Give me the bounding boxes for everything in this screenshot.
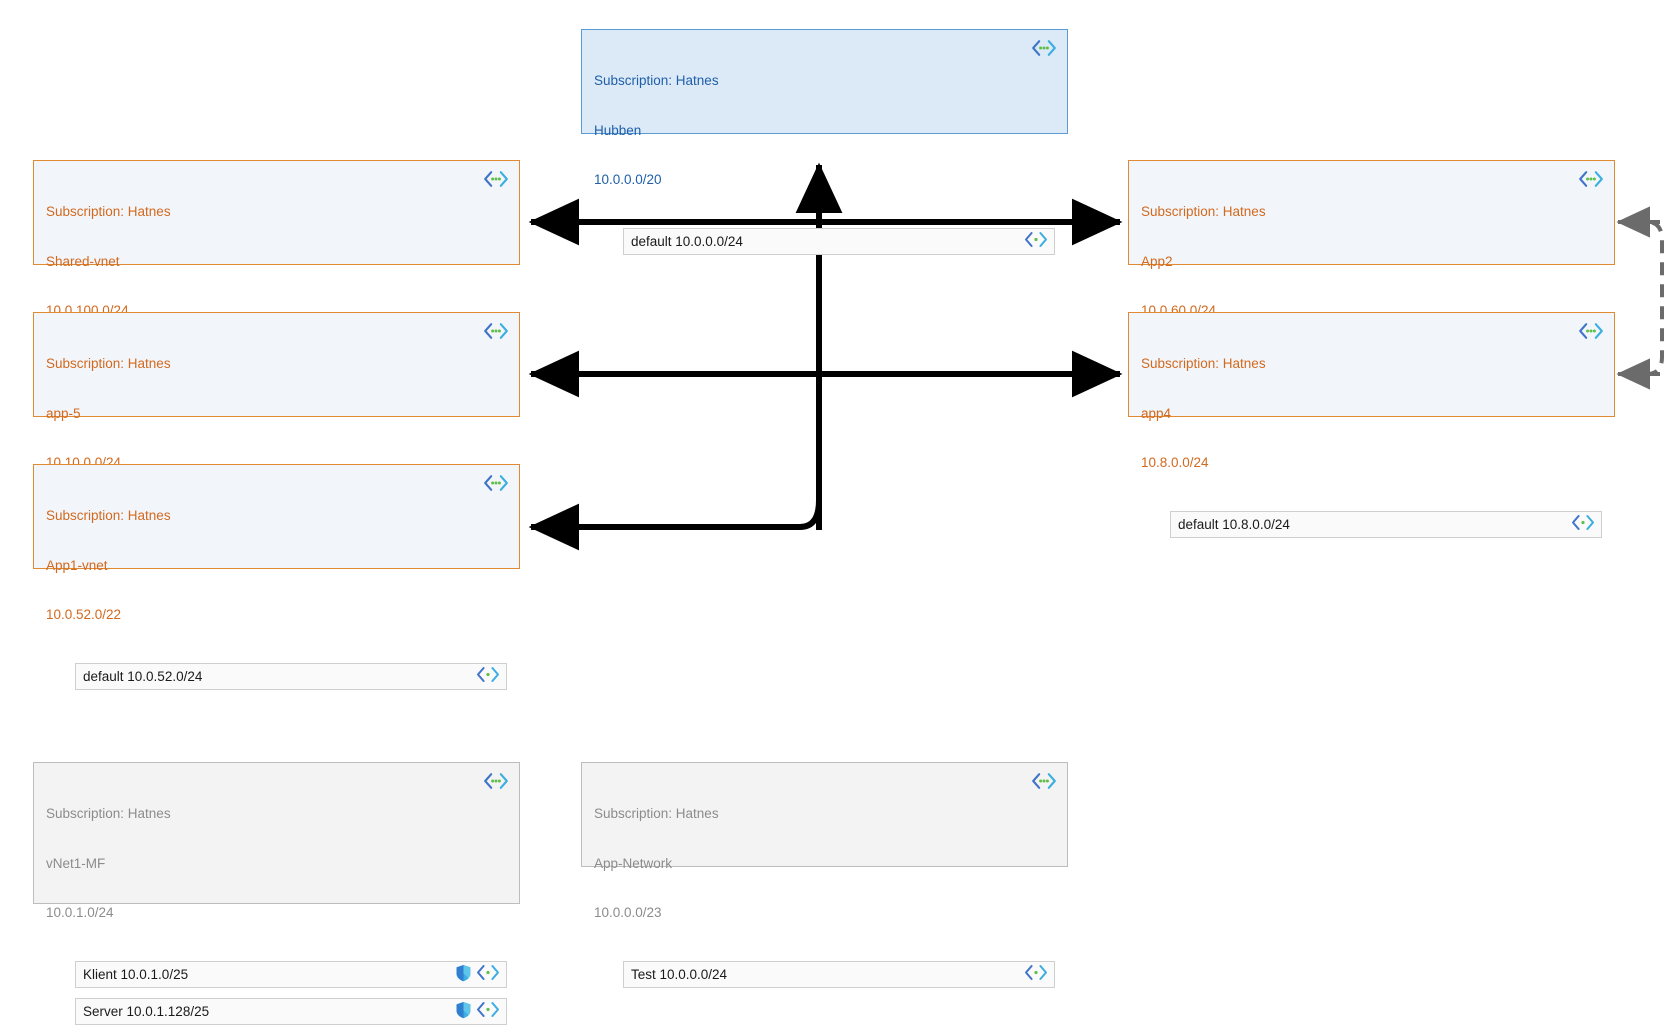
vnet-peering-icon[interactable] xyxy=(1031,39,1057,57)
vnet-name: App2 xyxy=(1141,253,1173,269)
subnet-row[interactable]: default 10.8.0.0/24 xyxy=(1170,510,1602,538)
connector-app1-to-hub xyxy=(528,499,822,551)
vnet-name: app-5 xyxy=(46,405,81,421)
vnet-card-app-network[interactable]: Subscription: Hatnes App-Network 10.0.0.… xyxy=(581,762,1068,988)
subnet-label: Klient 10.0.1.0/25 xyxy=(83,966,189,982)
subnet-icon[interactable] xyxy=(1024,231,1048,251)
vnet-cidr: 10.0.0.0/20 xyxy=(594,172,662,187)
vnet-card-app2[interactable]: Subscription: Hatnes App2 10.0.60.0/24 d… xyxy=(1128,160,1615,386)
subnet-list: default 10.0.0.0/24 xyxy=(623,227,1055,255)
vnet-name: App-Network xyxy=(594,855,673,871)
subnet-icon-group xyxy=(455,1001,500,1022)
connector-app2-app4-peering xyxy=(1630,220,1664,376)
vnet-subscription: Subscription: Hatnes xyxy=(46,508,171,523)
subnet-icon[interactable] xyxy=(476,666,500,686)
subnet-row[interactable]: default 10.0.0.0/24 xyxy=(623,227,1055,255)
shield-icon[interactable] xyxy=(455,964,472,985)
subnet-label: Test 10.0.0.0/24 xyxy=(631,966,728,982)
vnet-card-app4[interactable]: Subscription: Hatnes app4 10.8.0.0/24 de… xyxy=(1128,312,1615,538)
subnet-row[interactable]: Test 10.0.0.0/24 xyxy=(623,960,1055,988)
subnet-icon-group xyxy=(1571,514,1595,534)
vnet-header: Subscription: Hatnes app4 10.8.0.0/24 xyxy=(1141,323,1602,505)
vnet-name: Shared-vnet xyxy=(46,253,120,269)
vnet-peering-icon[interactable] xyxy=(483,170,509,188)
shield-icon[interactable] xyxy=(455,1001,472,1022)
vnet-peering-icon[interactable] xyxy=(1578,322,1604,340)
vnet-subscription: Subscription: Hatnes xyxy=(46,806,171,821)
vnet-cidr: 10.0.0.0/23 xyxy=(594,905,662,920)
subnet-label: default 10.0.0.0/24 xyxy=(631,233,743,249)
subnet-row[interactable]: Server 10.0.1.128/25 xyxy=(75,997,507,1025)
vnet-peering-icon[interactable] xyxy=(1578,170,1604,188)
subnet-list: default 10.8.0.0/24 xyxy=(1170,510,1602,538)
subnet-label: default 10.0.52.0/24 xyxy=(83,668,203,684)
vnet-cidr: 10.0.52.0/22 xyxy=(46,607,122,622)
vnet-peering-icon[interactable] xyxy=(483,772,509,790)
vnet-subscription: Subscription: Hatnes xyxy=(1141,356,1266,371)
subnet-icon-group xyxy=(1024,231,1048,251)
subnet-icon-group xyxy=(455,964,500,985)
vnet-subscription: Subscription: Hatnes xyxy=(46,204,171,219)
vnet-subscription: Subscription: Hatnes xyxy=(594,806,719,821)
subnet-list: default 10.0.52.0/24 xyxy=(75,662,507,690)
subnet-icon-group xyxy=(1024,964,1048,984)
subnet-icon-group xyxy=(476,666,500,686)
vnet-peering-icon[interactable] xyxy=(483,322,509,340)
vnet-header: Subscription: Hatnes App1-vnet 10.0.52.0… xyxy=(46,475,507,657)
vnet-name: App1-vnet xyxy=(46,557,108,573)
vnet-header: Subscription: Hatnes vNet1-MF 10.0.1.0/2… xyxy=(46,773,507,955)
vnet-card-hubben[interactable]: Subscription: Hatnes Hubben 10.0.0.0/20 … xyxy=(581,29,1068,255)
vnet-subscription: Subscription: Hatnes xyxy=(46,356,171,371)
subnet-row[interactable]: default 10.0.52.0/24 xyxy=(75,662,507,690)
subnet-label: Server 10.0.1.128/25 xyxy=(83,1003,210,1019)
vnet-card-app-5[interactable]: Subscription: Hatnes app-5 10.10.0.0/24 … xyxy=(33,312,520,538)
vnet-header: Subscription: Hatnes Hubben 10.0.0.0/20 xyxy=(594,40,1055,222)
subnet-icon[interactable] xyxy=(1024,964,1048,984)
vnet-card-vnet1-mf[interactable]: Subscription: Hatnes vNet1-MF 10.0.1.0/2… xyxy=(33,762,520,1025)
vnet-header: Subscription: Hatnes app-5 10.10.0.0/24 xyxy=(46,323,507,505)
subnet-list: Klient 10.0.1.0/25 xyxy=(75,960,507,1025)
vnet-card-shared-vnet[interactable]: Subscription: Hatnes Shared-vnet 10.0.10… xyxy=(33,160,520,386)
vnet-peering-icon[interactable] xyxy=(1031,772,1057,790)
subnet-icon[interactable] xyxy=(476,964,500,984)
vnet-header: Subscription: Hatnes App-Network 10.0.0.… xyxy=(594,773,1055,955)
vnet-name: vNet1-MF xyxy=(46,855,106,871)
vnet-peering-icon[interactable] xyxy=(483,474,509,492)
vnet-subscription: Subscription: Hatnes xyxy=(1141,204,1266,219)
vnet-name: app4 xyxy=(1141,405,1172,421)
vnet-name: Hubben xyxy=(594,122,642,138)
subnet-row[interactable]: Klient 10.0.1.0/25 xyxy=(75,960,507,988)
subnet-icon[interactable] xyxy=(1571,514,1595,534)
vnet-cidr: 10.8.0.0/24 xyxy=(1141,455,1209,470)
subnet-icon[interactable] xyxy=(476,1001,500,1021)
subnet-label: default 10.8.0.0/24 xyxy=(1178,516,1290,532)
vnet-cidr: 10.0.1.0/24 xyxy=(46,905,114,920)
vnet-card-app1-vnet[interactable]: Subscription: Hatnes App1-vnet 10.0.52.0… xyxy=(33,464,520,690)
diagram-canvas: Subscription: Hatnes Hubben 10.0.0.0/20 … xyxy=(33,29,1664,1025)
subnet-list: Test 10.0.0.0/24 xyxy=(623,960,1055,988)
vnet-subscription: Subscription: Hatnes xyxy=(594,73,719,88)
